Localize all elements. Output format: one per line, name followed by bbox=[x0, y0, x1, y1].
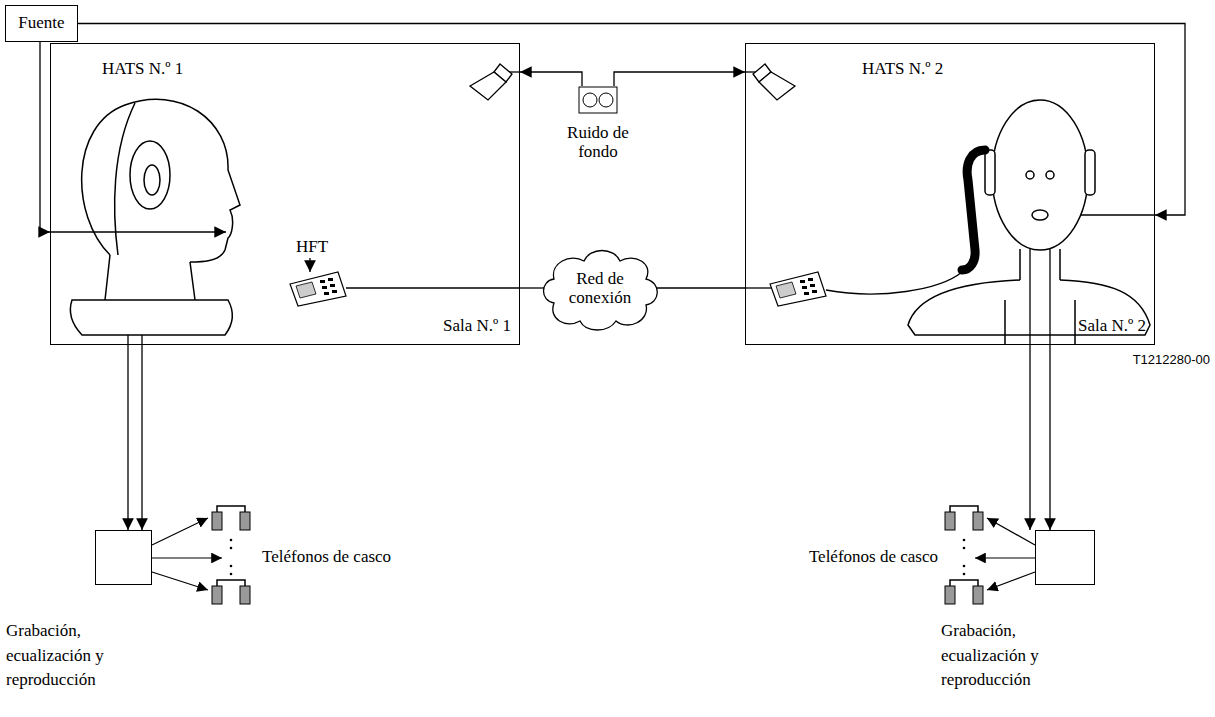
room-box: Sala N.º 2 bbox=[745, 43, 1155, 345]
headphone bbox=[945, 580, 983, 604]
hats-1 bbox=[70, 99, 240, 335]
tape-reel bbox=[583, 93, 597, 107]
connector-line bbox=[1049, 345, 1050, 530]
node-text: Ruido de fondo bbox=[563, 124, 633, 161]
connector-line bbox=[127, 345, 128, 530]
cloud-outline bbox=[544, 251, 658, 331]
hats-2 bbox=[908, 100, 1150, 345]
part-label: Teléfonos de casco bbox=[262, 548, 391, 567]
connector bbox=[614, 72, 745, 86]
handset bbox=[962, 150, 985, 270]
recorder-box: Grabación, ecualización y reproducción bbox=[95, 530, 152, 585]
network-cloud: Red de conexión bbox=[540, 245, 660, 333]
connector bbox=[520, 72, 582, 86]
connector bbox=[520, 288, 544, 289]
headphone bbox=[212, 506, 250, 530]
tape-recorder-icon bbox=[578, 86, 618, 116]
hft-phone bbox=[290, 272, 346, 306]
phone bbox=[770, 272, 826, 306]
headphone bbox=[945, 506, 983, 530]
tape-reel bbox=[599, 93, 613, 107]
source-box: Fuente bbox=[5, 5, 78, 42]
noise-source: Ruido de fondo bbox=[552, 86, 644, 168]
room-label: Sala N.º 1 bbox=[443, 317, 511, 336]
headphone bbox=[212, 580, 250, 604]
connector bbox=[128, 345, 142, 530]
room-box: Sala N.º 1 bbox=[50, 43, 520, 345]
part-label: Teléfonos de casco bbox=[809, 548, 938, 567]
connector-line bbox=[78, 24, 1185, 216]
figure-code: T1212280-00 bbox=[1133, 352, 1210, 367]
speakers bbox=[470, 64, 795, 100]
connector-line bbox=[141, 345, 142, 530]
connector-line bbox=[1029, 345, 1030, 530]
wires bbox=[50, 72, 1155, 345]
connector-line bbox=[520, 287, 544, 288]
connector-line bbox=[40, 42, 50, 232]
connector bbox=[78, 24, 1185, 216]
connector bbox=[656, 288, 745, 289]
part-label: HATS N.º 1 bbox=[102, 60, 183, 79]
dots bbox=[230, 539, 966, 576]
part-label: HATS N.º 2 bbox=[862, 60, 943, 79]
recorder-box: Grabación, ecualización y reproducción bbox=[1035, 530, 1095, 585]
part-label: HFT bbox=[296, 238, 328, 257]
connector-line bbox=[520, 72, 582, 86]
node-text: Red de conexión bbox=[563, 270, 637, 307]
room-label: Sala N.º 2 bbox=[1078, 317, 1146, 336]
connector bbox=[1030, 345, 1050, 530]
node-text: Grabación, ecualización y reproducción bbox=[6, 619, 131, 693]
connector-line bbox=[614, 72, 745, 86]
node-text: Grabación, ecualización y reproducción bbox=[941, 619, 1066, 693]
connector bbox=[40, 42, 50, 232]
node-text: Fuente bbox=[18, 14, 64, 33]
connector-line bbox=[656, 287, 745, 288]
tape-recorder-icon bbox=[579, 87, 617, 113]
headphone-feeds bbox=[152, 518, 1035, 590]
